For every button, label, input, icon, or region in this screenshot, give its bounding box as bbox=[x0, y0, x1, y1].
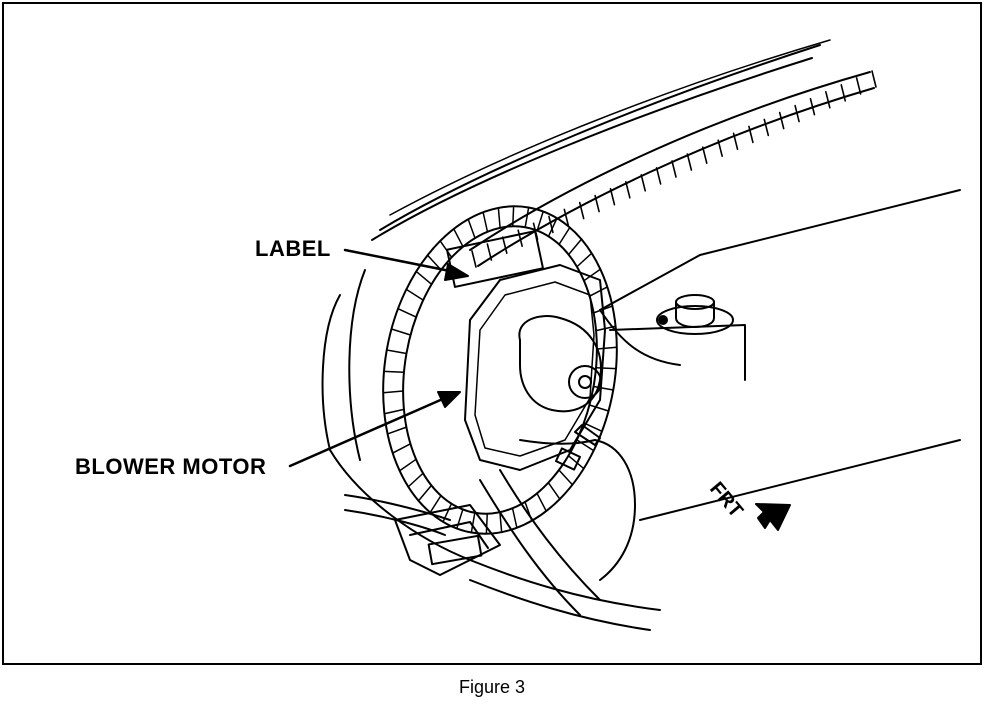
harness-connector bbox=[394, 504, 501, 576]
upper-wire-harness bbox=[469, 70, 877, 268]
label-callout: LABEL bbox=[255, 236, 331, 261]
blower-motor-leader-arrow bbox=[288, 391, 461, 468]
fastener-nut bbox=[656, 294, 734, 335]
lower-wire-harness bbox=[344, 469, 661, 631]
module-housing bbox=[599, 189, 961, 521]
motor-ring-harness bbox=[382, 205, 618, 535]
front-direction-arrow bbox=[755, 503, 791, 531]
motor-lead-wire bbox=[519, 424, 636, 581]
cowl-outline bbox=[371, 39, 831, 241]
figure-caption: Figure 3 bbox=[458, 677, 526, 697]
motor-hub bbox=[518, 315, 602, 413]
blower-motor-callout: BLOWER MOTOR bbox=[75, 454, 267, 479]
blower-motor-housing bbox=[446, 230, 606, 471]
figure-frame bbox=[2, 2, 982, 665]
label-leader-arrow bbox=[343, 248, 469, 281]
